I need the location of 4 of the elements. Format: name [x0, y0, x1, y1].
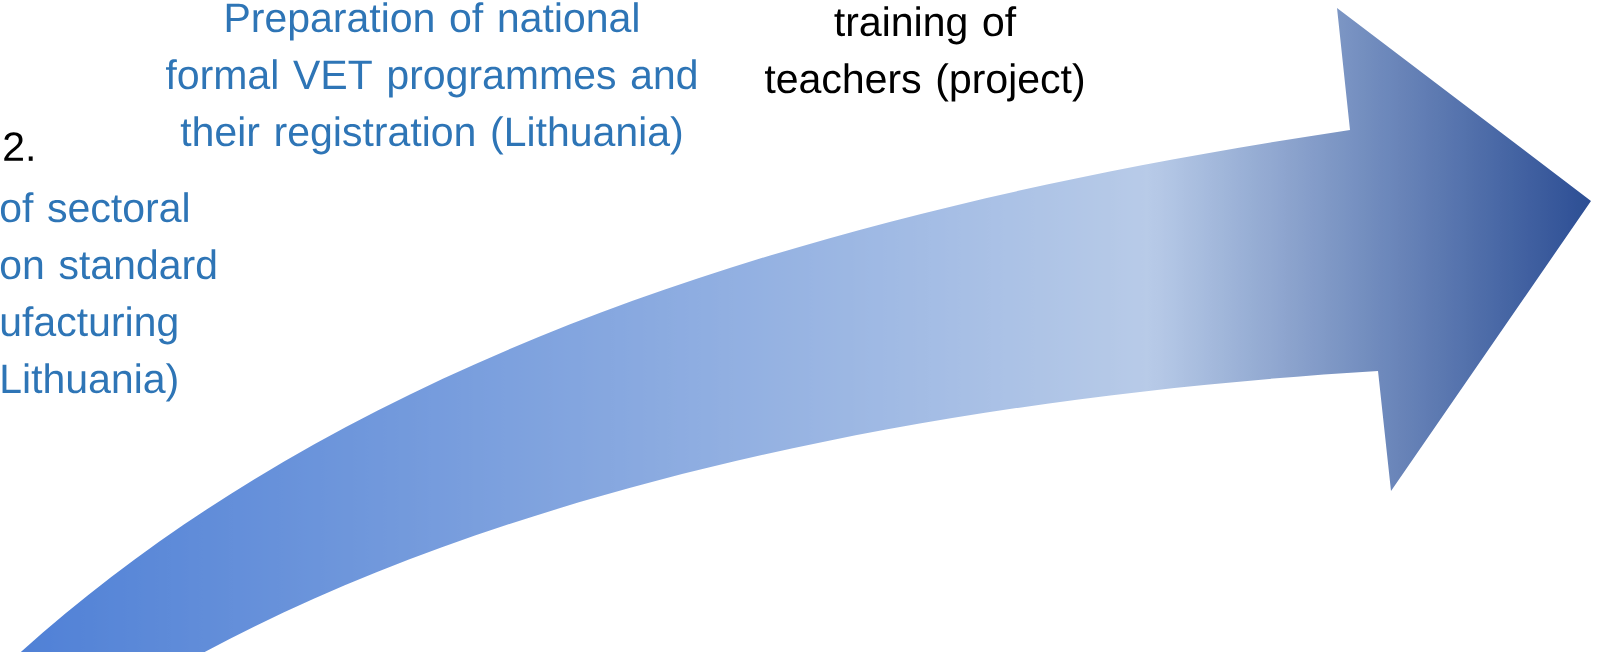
label-text: of sectoral on standard ufacturing Lithuania) [0, 192, 216, 402]
label-text: 2. [4, 132, 33, 161]
label-text: Preparation of national formal VET programmes and their registration (Lithuania) [166, 2, 696, 155]
label-text: training of teachers (project) [765, 6, 1084, 102]
